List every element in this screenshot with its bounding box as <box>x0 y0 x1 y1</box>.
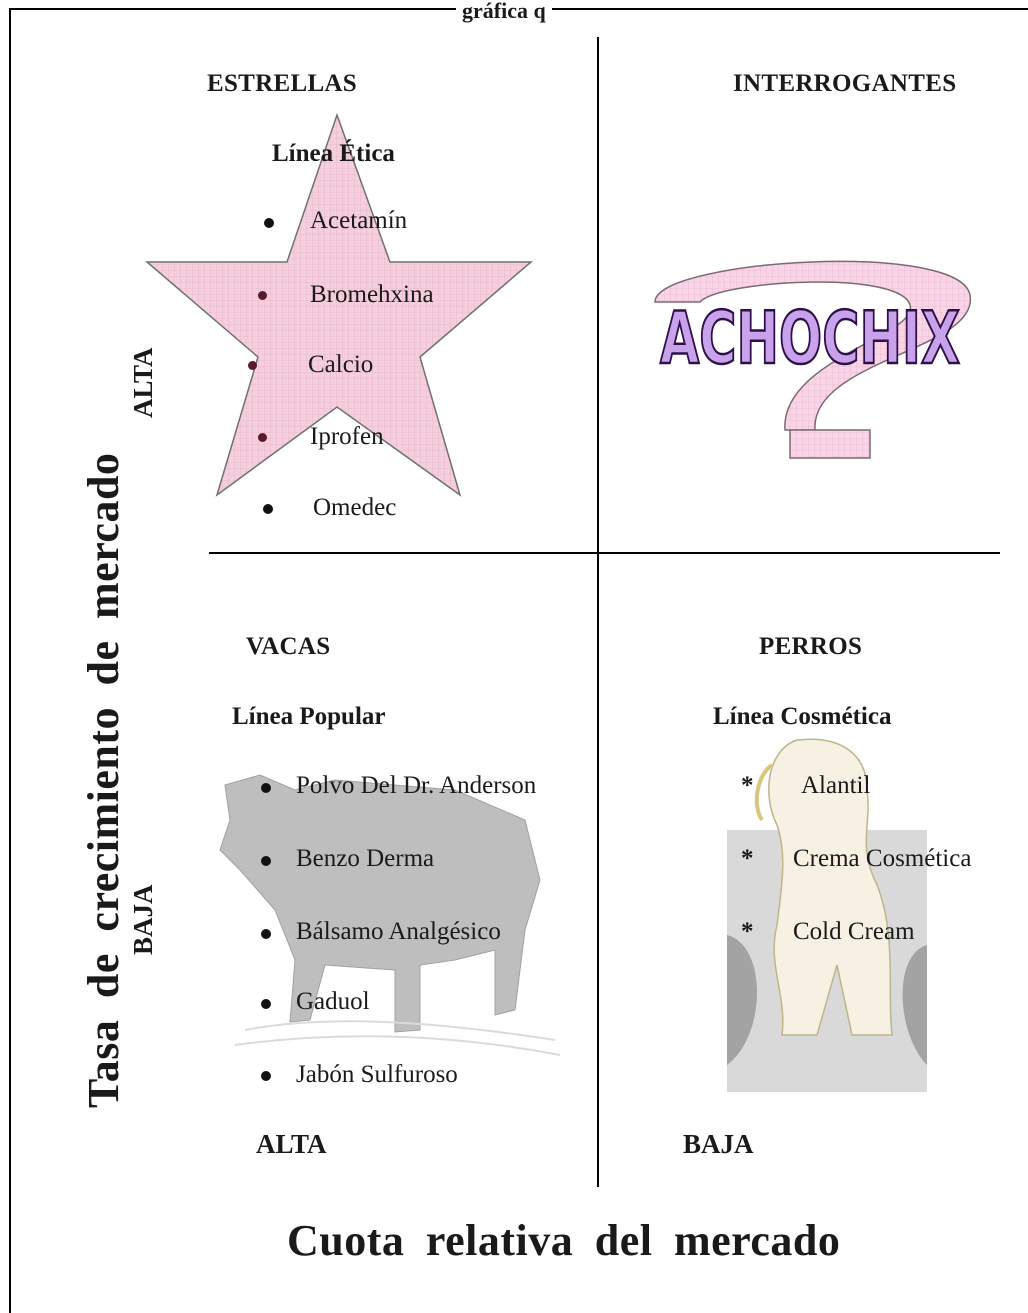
asterisk-bullet: * <box>741 845 754 872</box>
line-title-cosmetica: Línea Cosmética <box>713 703 892 730</box>
bullet <box>248 361 257 370</box>
list-item: Crema Cosmética <box>793 845 972 872</box>
line-title-etica: Línea Ética <box>272 140 395 167</box>
bullet <box>264 218 274 228</box>
bullet <box>258 433 267 442</box>
x-axis-high-label: ALTA <box>256 1129 327 1159</box>
list-item: Alantil <box>801 772 871 799</box>
list-item: Acetamín <box>310 207 408 234</box>
bullet <box>261 1071 271 1081</box>
bullet <box>261 999 271 1009</box>
bullet <box>263 504 273 514</box>
question-mark-icon <box>654 260 971 459</box>
list-item: Cold Cream <box>793 918 915 945</box>
bullet <box>261 783 271 793</box>
list-item: Benzo Derma <box>296 845 435 872</box>
list-item: Jabón Sulfuroso <box>296 1061 458 1088</box>
page-title-partial: gráfica q <box>456 0 552 24</box>
quadrant-title-interrogantes: INTERROGANTES <box>733 70 957 97</box>
quadrant-title-perros: PERROS <box>759 633 863 660</box>
asterisk-bullet: * <box>741 772 754 799</box>
wordart-achochix: ACHOCHIX <box>659 295 962 381</box>
x-axis-title: Cuota relativa del mercado <box>287 1216 841 1265</box>
cow-icon <box>219 774 561 1056</box>
bullet <box>261 856 271 866</box>
list-item: Calcio <box>308 351 374 378</box>
list-item: Gaduol <box>296 988 370 1015</box>
y-axis-high-label: ALTA <box>128 347 158 418</box>
y-axis-title: Tasa de crecimiento de mercado <box>79 452 128 1108</box>
dog-icon <box>727 738 927 1092</box>
bullet <box>261 929 271 939</box>
list-item: Bálsamo Analgésico <box>296 918 501 945</box>
diagram-frame: gráfica q <box>9 0 1028 1313</box>
x-axis-low-label: BAJA <box>683 1129 754 1159</box>
quadrant-title-vacas: VACAS <box>246 633 331 660</box>
quadrant-title-estrellas: ESTRELLAS <box>207 70 357 97</box>
line-title-popular: Línea Popular <box>232 703 386 730</box>
list-item: Polvo Del Dr. Anderson <box>296 772 537 799</box>
horizontal-divider <box>209 552 1000 554</box>
y-axis-low-label: BAJA <box>128 884 158 955</box>
list-item: Iprofen <box>310 423 384 450</box>
bullet <box>258 291 267 300</box>
vertical-divider <box>597 37 599 1187</box>
svg-text:ACHOCHIX: ACHOCHIX <box>660 296 960 380</box>
list-item: Bromehxina <box>310 281 434 308</box>
list-item: Omedec <box>313 494 397 521</box>
asterisk-bullet: * <box>741 918 754 945</box>
